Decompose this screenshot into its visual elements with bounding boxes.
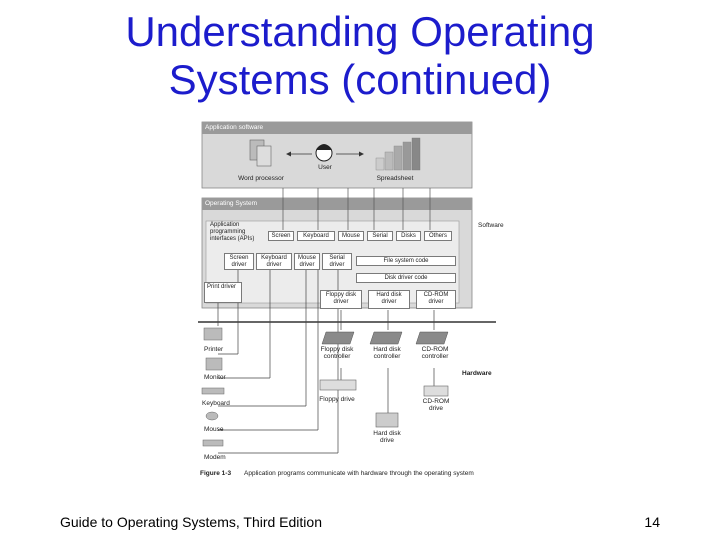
keyboard-label: Keyboard: [202, 400, 230, 407]
operating-system-header: [202, 198, 472, 210]
footer-book-title: Guide to Operating Systems, Third Editio…: [60, 514, 322, 530]
mouse-driver: Mouse driver: [294, 253, 320, 270]
controller-cards: [321, 331, 449, 345]
application-software-header: [202, 122, 472, 134]
arrow-head-right: [359, 151, 364, 157]
figure-caption-text: Application programs communicate with ha…: [244, 470, 474, 477]
spreadsheet-bar-4: [402, 141, 412, 171]
device-connection-lines: [217, 266, 435, 454]
spreadsheet-bar-1: [375, 157, 385, 171]
spreadsheet-label: Spreadsheet: [376, 175, 414, 182]
cdrom-controller-label: CD-ROM controller: [421, 346, 449, 360]
operating-system-label: Operating System: [205, 200, 258, 207]
cdrom-drive-label: CD-ROM drive: [422, 398, 450, 412]
modem-icon: [202, 439, 224, 447]
os-architecture-figure: Application software Word processor User…: [198, 118, 528, 488]
hard-disk-controller-label: Hard disk controller: [373, 346, 401, 360]
hard-disk-drive-label: Hard disk drive: [373, 430, 401, 444]
floppy-drive-icon: [319, 379, 357, 391]
user-hair: [316, 144, 332, 150]
api-item-mouse: Mouse: [338, 231, 364, 241]
spreadsheet-bar-3: [393, 145, 403, 171]
spreadsheet-bar-2: [384, 151, 394, 171]
mouse-icon: [205, 411, 219, 421]
api-item-disks: Disks: [396, 231, 421, 241]
cdrom-drive-icon: [423, 385, 449, 397]
user-label: User: [318, 164, 332, 171]
api-item-screen: Screen: [268, 231, 294, 241]
floppy-disk-driver: Floppy disk driver: [320, 290, 362, 309]
keyboard-icon: [201, 387, 225, 395]
figure-caption-number: Figure 1-3: [200, 470, 232, 477]
application-software-label: Application software: [205, 124, 264, 131]
hardware-label: Hardware: [462, 370, 492, 377]
hard-disk-drive-icon: [375, 412, 399, 428]
spreadsheet-bar-5: [411, 137, 421, 171]
cdrom-driver: CD-ROM driver: [416, 290, 456, 309]
arrow-head-left: [286, 151, 291, 157]
left-device-icons: [201, 327, 225, 447]
keyboard-driver: Keyboard driver: [256, 253, 292, 270]
slide-title-line-2: Systems (continued): [168, 56, 552, 103]
printer-label: Printer: [204, 346, 224, 353]
disk-driver-code: Disk driver code: [356, 273, 456, 283]
api-item-serial: Serial: [367, 231, 393, 241]
monitor-label: Monitor: [204, 374, 226, 381]
api-item-others: Others: [424, 231, 452, 241]
document-icon-front: [256, 145, 272, 167]
print-driver: Print driver: [204, 282, 242, 303]
page-number: 14: [644, 514, 660, 530]
screen-driver: Screen driver: [224, 253, 254, 270]
mouse-label: Mouse: [204, 426, 224, 433]
application-to-api-lines: [282, 188, 431, 230]
floppy-drive-label: Floppy drive: [319, 396, 355, 403]
figure-graphics: [198, 121, 496, 454]
floppy-disk-controller-label: Floppy disk controller: [320, 346, 354, 360]
software-label: Software: [478, 222, 504, 229]
api-label: Application programming interfaces (APIs…: [210, 222, 255, 242]
hard-disk-driver: Hard disk driver: [368, 290, 410, 309]
modem-label: Modem: [204, 454, 226, 461]
word-processor-label: Word processor: [238, 175, 284, 182]
slide-title-line-1: Understanding Operating: [125, 8, 595, 55]
printer-icon: [203, 327, 223, 341]
monitor-icon: [205, 357, 223, 371]
serial-driver: Serial driver: [322, 253, 352, 270]
file-system-code: File system code: [356, 256, 456, 266]
api-item-keyboard: Keyboard: [297, 231, 335, 241]
